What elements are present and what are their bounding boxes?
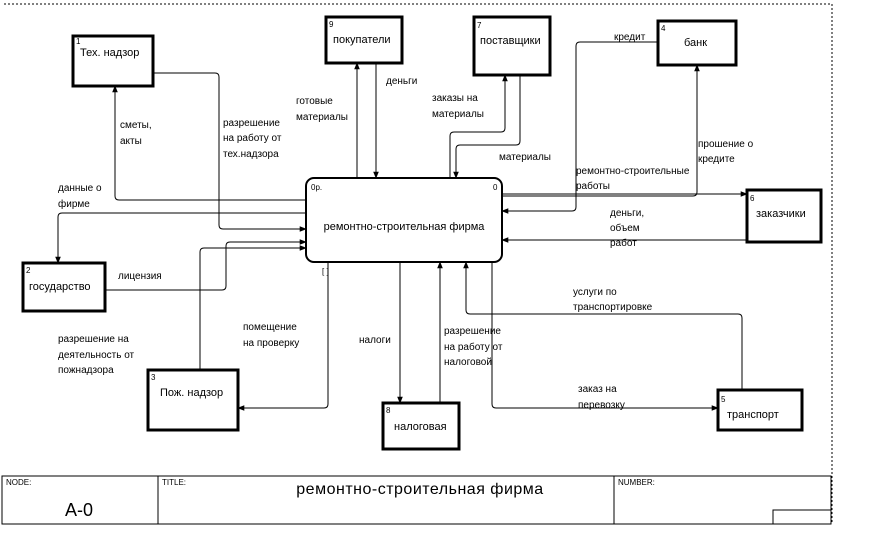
box-customers-number: 6 (750, 194, 755, 203)
box-buyers-label: покупатели (333, 34, 391, 46)
arrow-zakaz-perevozku (491, 262, 719, 411)
center-box-label: ремонтно-строительная фирма (324, 221, 486, 233)
arrow-pomeshchenie (237, 262, 329, 411)
label-licenziya: лицензия (118, 271, 162, 282)
arrow-proshenie (502, 64, 700, 197)
label-materialy: материалы (499, 152, 551, 163)
box-transport-label: транспорт (727, 409, 779, 421)
diagram-title: ремонтно-строительная фирма (296, 481, 543, 498)
box-bank[interactable]: 4 банк (656, 19, 738, 67)
label-kredit: кредит (614, 32, 646, 43)
label-smety: сметы, акты (120, 120, 154, 147)
box-customers-label: заказчики (756, 208, 806, 220)
arrow-zakazy (449, 74, 508, 178)
label-dannye: данные о фирме (58, 183, 104, 210)
arrow-smety (112, 85, 306, 201)
box-tech-number: 1 (76, 37, 81, 46)
arrow-licenziya (105, 239, 307, 291)
label-rem-raboty: ремонтно-строительные работы (576, 166, 692, 192)
arrow-uslugi (463, 261, 743, 390)
label-zakazy: заказы на материалы (432, 93, 484, 120)
box-gov-label: государство (29, 281, 91, 293)
box-bank-label: банк (684, 37, 707, 49)
label-razr-deyat: разрешение на деятельность от пожнадзора (58, 334, 137, 376)
box-postavshchiki[interactable]: 7 поставщики (472, 15, 552, 77)
arrow-materialy (453, 75, 521, 179)
label-gotovye: готовые материалы (296, 96, 348, 123)
box-bank-number: 4 (661, 24, 666, 33)
box-buyers-number: 9 (329, 20, 334, 29)
center-box[interactable]: 0р. 0 ремонтно-строительная фирма (305, 177, 503, 263)
title-frame: NODE: A-0 TITLE: ремонтно-строительная ф… (1, 475, 832, 525)
box-suppliers-number: 7 (477, 21, 482, 30)
box-zakazchiki[interactable]: 6 заказчики (745, 188, 823, 244)
box-tax-label: налоговая (394, 421, 447, 433)
title-label: TITLE: (162, 478, 186, 487)
arrow-razr-tech (153, 72, 307, 232)
box-transport[interactable]: 5 транспорт (716, 388, 804, 432)
box-tech-label: Тех. надзор (80, 47, 139, 59)
label-razr-nalog: разрешение на работу от налоговой (444, 326, 505, 368)
box-pozh-nadzor[interactable]: 3 Пож. надзор (146, 368, 240, 432)
box-fire-number: 3 (151, 373, 156, 382)
box-gosudarstvo[interactable]: 2 государство (21, 261, 107, 313)
label-uslugi: услуги по транспортировке (573, 287, 653, 313)
label-razr-tech: разрешение на работу от тех.надзора (223, 118, 284, 160)
arrow-razr-deyat (199, 245, 307, 370)
label-pomeshchenie: помещение на проверку (243, 322, 300, 349)
box-pokupateli[interactable]: 9 покупатели (324, 15, 404, 65)
label-dengi-obem: деньги, объем работ (610, 208, 647, 249)
box-gov-number: 2 (26, 266, 31, 275)
box-fire-label: Пож. надзор (160, 387, 223, 399)
node-label: NODE: (6, 478, 31, 487)
box-tech-nadzor[interactable]: 1 Тех. надзор (71, 34, 155, 88)
center-box-code: 0р. (311, 183, 322, 192)
arrow-dannye (55, 212, 306, 264)
arrow-kredit (501, 41, 658, 214)
label-zakaz-perevozku: заказ на перевозку (578, 384, 625, 411)
tunnel-mark: [ ] (322, 267, 329, 276)
label-proshenie: прошение о кредите (698, 139, 756, 165)
number-label: NUMBER: (618, 478, 655, 487)
node-value: A-0 (65, 500, 93, 520)
box-tax-number: 8 (386, 406, 391, 415)
label-nalogi: налоги (359, 335, 391, 346)
box-nalogovaya[interactable]: 8 налоговая (381, 401, 461, 451)
center-box-number: 0 (493, 183, 498, 192)
label-dengi-top: деньги (386, 76, 417, 87)
box-suppliers-label: поставщики (480, 35, 541, 47)
box-transport-number: 5 (721, 395, 726, 404)
